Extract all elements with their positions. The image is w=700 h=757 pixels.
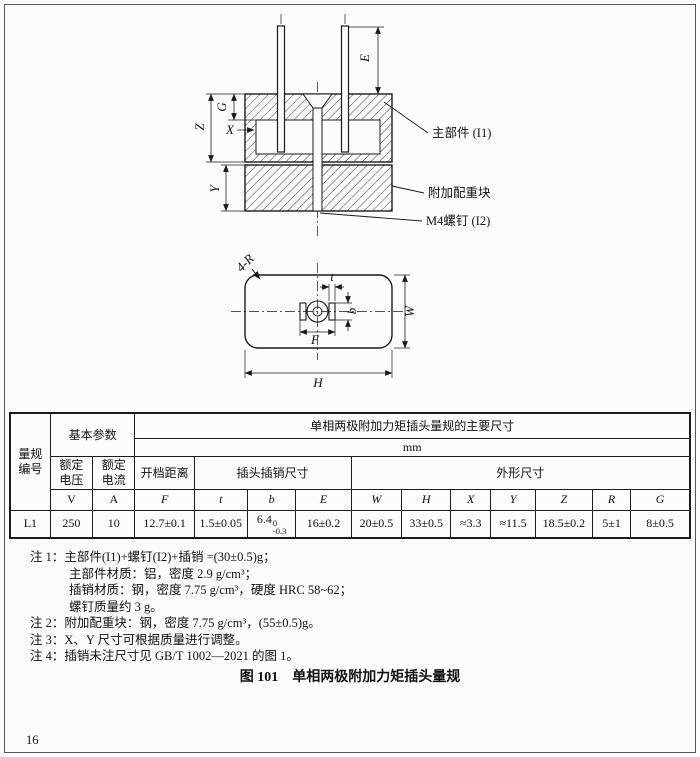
callout-weight-block: 附加配重块 bbox=[391, 185, 491, 200]
dim-label-t: t bbox=[330, 269, 334, 284]
note-1-cont-3: 螺钉质量约 3 g。 bbox=[69, 599, 163, 614]
symbol-t: t bbox=[193, 488, 248, 511]
symbol-G: G bbox=[630, 488, 691, 511]
pin-left bbox=[276, 25, 286, 153]
note-2: 注 2：附加配重块：钢，密度 7.75 g/cm³，(55±0.5)g。 bbox=[30, 616, 321, 630]
dim-F: F bbox=[299, 320, 336, 347]
dimension-table-wrap: 量规 编号 基本参数 单相两极附加力矩插头量规的主要尺寸 mm 额定 电压 额定… bbox=[9, 412, 691, 540]
note-4: 注 4：插销未注尺寸见 GB/T 1002—2021 的图 1。 bbox=[30, 649, 299, 663]
cell-X: ≈3.3 bbox=[450, 509, 492, 539]
dim-label-E: E bbox=[357, 54, 372, 63]
cell-F: 12.7±0.1 bbox=[134, 509, 195, 539]
cell-voltage: 250 bbox=[49, 509, 94, 539]
cell-b-tol-upper: 0 bbox=[272, 517, 278, 528]
dim-W: W bbox=[394, 274, 417, 349]
notes-block: 注 1：主部件(I1)+螺钉(I2)+插销 =(30±0.5)g； 主部件材质：… bbox=[30, 549, 682, 665]
screw-channel bbox=[312, 107, 323, 212]
top-view-drawing: t b F W H bbox=[231, 251, 417, 390]
symbol-b: b bbox=[246, 488, 297, 511]
cell-R: 5±1 bbox=[591, 509, 632, 539]
cell-gauge-no: L1 bbox=[9, 509, 51, 539]
dimension-table: 量规 编号 基本参数 单相两极附加力矩插头量规的主要尺寸 mm 额定 电压 额定… bbox=[9, 412, 691, 540]
dim-label-X: X bbox=[225, 122, 235, 137]
dim-t: t bbox=[320, 269, 344, 301]
cell-H: 33±0.5 bbox=[401, 509, 452, 539]
callout-label-screw: M4螺钉 (I2) bbox=[426, 214, 490, 228]
col-header-current: 额定 电流 bbox=[92, 455, 136, 490]
cell-E: 16±0.2 bbox=[295, 509, 352, 539]
figure-caption: 图 101 单相两极附加力矩插头量规 bbox=[239, 670, 461, 685]
callout-label-main-part: 主部件 (I1) bbox=[432, 125, 491, 140]
dim-Z: Z bbox=[192, 93, 245, 163]
gauge-outline-top-view bbox=[244, 274, 393, 349]
col-header-voltage: 额定 电压 bbox=[49, 455, 94, 490]
dim-label-Y: Y bbox=[207, 184, 222, 193]
symbol-E: E bbox=[295, 488, 352, 511]
screw-hole-circle bbox=[312, 306, 323, 317]
cell-Z: 18.5±0.2 bbox=[534, 509, 593, 539]
centerlines bbox=[231, 263, 406, 360]
symbol-Y: Y bbox=[490, 488, 536, 511]
note-1-cont-1: 主部件材质：铝，密度 2.9 g/cm³； bbox=[69, 566, 258, 581]
col-header-basic-params: 基本参数 bbox=[49, 412, 136, 457]
dim-label-Z: Z bbox=[192, 123, 207, 131]
screw-head-circle bbox=[306, 300, 329, 323]
cell-Y: ≈11.5 bbox=[490, 509, 536, 539]
page-number: 16 bbox=[26, 733, 39, 747]
col-header-outline: 外形尺寸 bbox=[350, 455, 691, 490]
callout-screw: M4螺钉 (I2) bbox=[319, 212, 490, 228]
cell-b-tol-lower: -0.3 bbox=[272, 526, 287, 537]
pin-slot-right bbox=[328, 302, 336, 321]
symbol-R: R bbox=[591, 488, 632, 511]
symbol-Z: Z bbox=[534, 488, 593, 511]
callout-main-part: 主部件 (I1) bbox=[383, 101, 491, 140]
note-3: 注 3：X、Y 尺寸可根据质量进行调整。 bbox=[30, 632, 248, 647]
col-header-gap: 开档距离 bbox=[134, 455, 195, 490]
dim-label-F: F bbox=[310, 332, 320, 347]
cell-t: 1.5±0.05 bbox=[193, 509, 248, 539]
table-main-header: 单相两极附加力矩插头量规的主要尺寸 bbox=[134, 412, 691, 439]
dim-label-b: b bbox=[344, 307, 359, 314]
callout-label-weight-block: 附加配重块 bbox=[428, 185, 491, 200]
cell-G: 8±0.5 bbox=[630, 509, 691, 539]
dim-label-G: G bbox=[214, 102, 229, 112]
unit-current: A bbox=[92, 488, 136, 511]
symbol-H: H bbox=[401, 488, 452, 511]
dim-Y: Y bbox=[207, 164, 245, 212]
note-1-cont-2: 插销材质：钢，密度 7.75 g/cm³，硬度 HRC 58~62； bbox=[69, 583, 353, 597]
cell-current: 10 bbox=[92, 509, 136, 539]
col-header-pin-dims: 插头插销尺寸 bbox=[193, 455, 352, 490]
cell-b-tolerance: 0-0.3 bbox=[272, 517, 287, 537]
symbol-X: X bbox=[450, 488, 492, 511]
dim-X: X bbox=[225, 122, 255, 137]
dim-b: b bbox=[335, 292, 359, 331]
note-1: 注 1：主部件(I1)+螺钉(I2)+插销 =(30±0.5)g； bbox=[30, 550, 276, 564]
pin-right bbox=[340, 25, 350, 153]
cell-W: 20±0.5 bbox=[350, 509, 403, 539]
cell-b-value: 6.4 bbox=[256, 511, 272, 526]
col-header-gauge-no: 量规 编号 bbox=[9, 412, 51, 511]
dim-label-W: W bbox=[402, 305, 417, 317]
pin-slot-left bbox=[299, 302, 307, 321]
symbol-F: F bbox=[134, 488, 195, 511]
dim-label-H: H bbox=[312, 375, 323, 390]
unit-voltage: V bbox=[49, 488, 94, 511]
symbol-W: W bbox=[350, 488, 403, 511]
section-view-drawing: E G Z Y X 主部件 (I1) bbox=[192, 14, 491, 236]
dim-H: H bbox=[244, 350, 393, 390]
dim-E: E bbox=[349, 26, 384, 95]
table-unit: mm bbox=[134, 437, 691, 457]
